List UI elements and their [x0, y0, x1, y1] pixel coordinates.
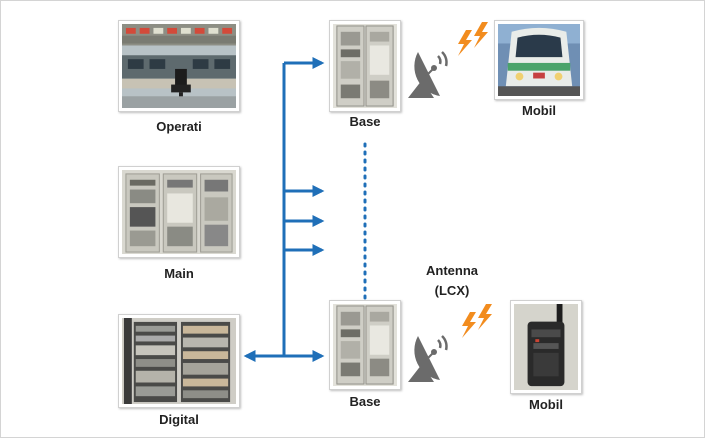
- base-station-top-photo: [329, 20, 401, 112]
- satellite-dish-icon: [408, 51, 448, 98]
- operation-room-photo: [118, 20, 240, 112]
- mobile-bottom-label: Mobil: [529, 397, 563, 412]
- main-label: Main: [164, 266, 194, 281]
- base-bottom-label: Base: [349, 394, 381, 409]
- main-rack-photo: [118, 166, 240, 258]
- base-top-label: Base: [349, 114, 381, 129]
- mobile-top-label: Mobil: [522, 103, 556, 118]
- satellite-dish-icon: [408, 335, 448, 382]
- lightning-icon: [462, 304, 492, 338]
- antenna-label-line2: (LCX): [434, 283, 470, 298]
- handheld-radio-photo: [510, 300, 582, 394]
- digital-label: Digital: [159, 412, 199, 427]
- base-station-bottom-photo: [329, 300, 401, 390]
- operation-label: Operati: [156, 119, 202, 134]
- lightning-icon: [458, 22, 488, 56]
- antenna-label-line1: Antenna: [426, 263, 478, 278]
- train-photo: [494, 20, 584, 100]
- digital-rack-photo: [118, 314, 240, 408]
